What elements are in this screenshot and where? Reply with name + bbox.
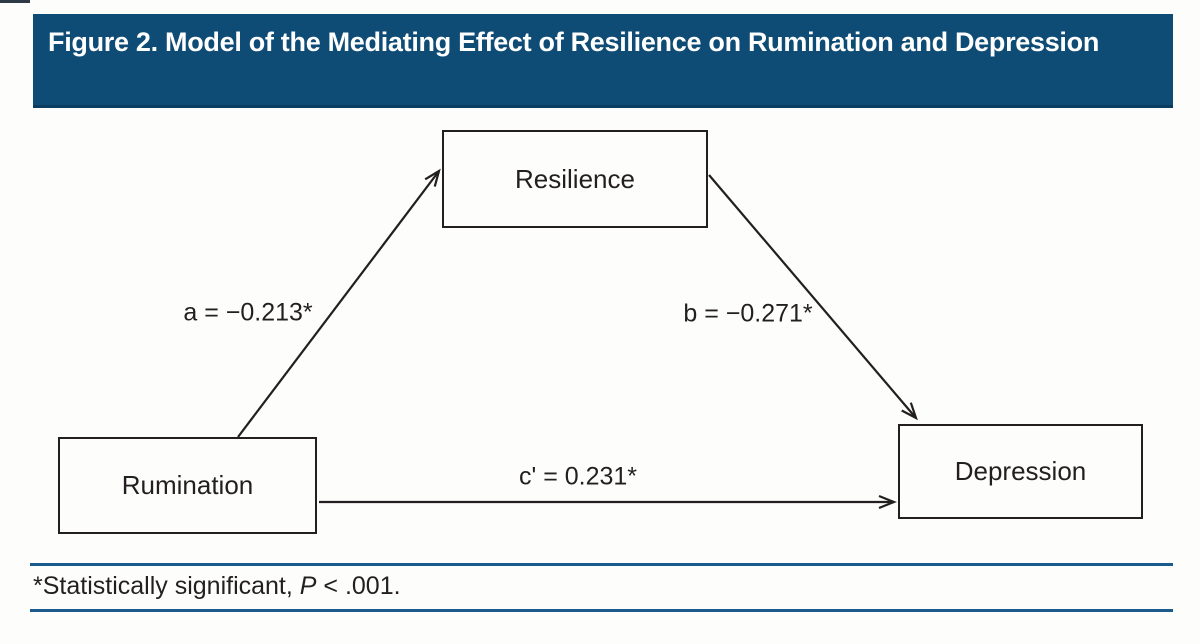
node-resilience: Resilience (442, 130, 708, 228)
figure-title: Figure 2. Model of the Mediating Effect … (48, 27, 1100, 57)
node-resilience-label: Resilience (515, 163, 635, 194)
arrow-b (708, 174, 918, 421)
node-depression: Depression (898, 424, 1143, 519)
path-label-c-prime: c' = 0.231* (518, 462, 638, 491)
path-label-a: a = −0.213* (183, 298, 313, 327)
footnote-prefix: *Statistically significant, (33, 572, 300, 600)
arrow-a (237, 168, 441, 438)
node-rumination: Rumination (58, 437, 317, 534)
node-rumination-label: Rumination (121, 470, 254, 500)
page-crop-artifact (0, 0, 30, 3)
footnote-suffix: < .001. (316, 572, 401, 600)
path-label-b: b = −0.271* (683, 299, 813, 328)
footnote-rule-top (30, 563, 1173, 566)
figure-title-bar: Figure 2. Model of the Mediating Effect … (33, 14, 1173, 108)
node-depression-label: Depression (954, 456, 1087, 486)
footnote-p-symbol: P (299, 572, 317, 600)
footnote: *Statistically significant, P < .001. (33, 571, 401, 601)
footnote-rule-bottom (30, 609, 1173, 612)
